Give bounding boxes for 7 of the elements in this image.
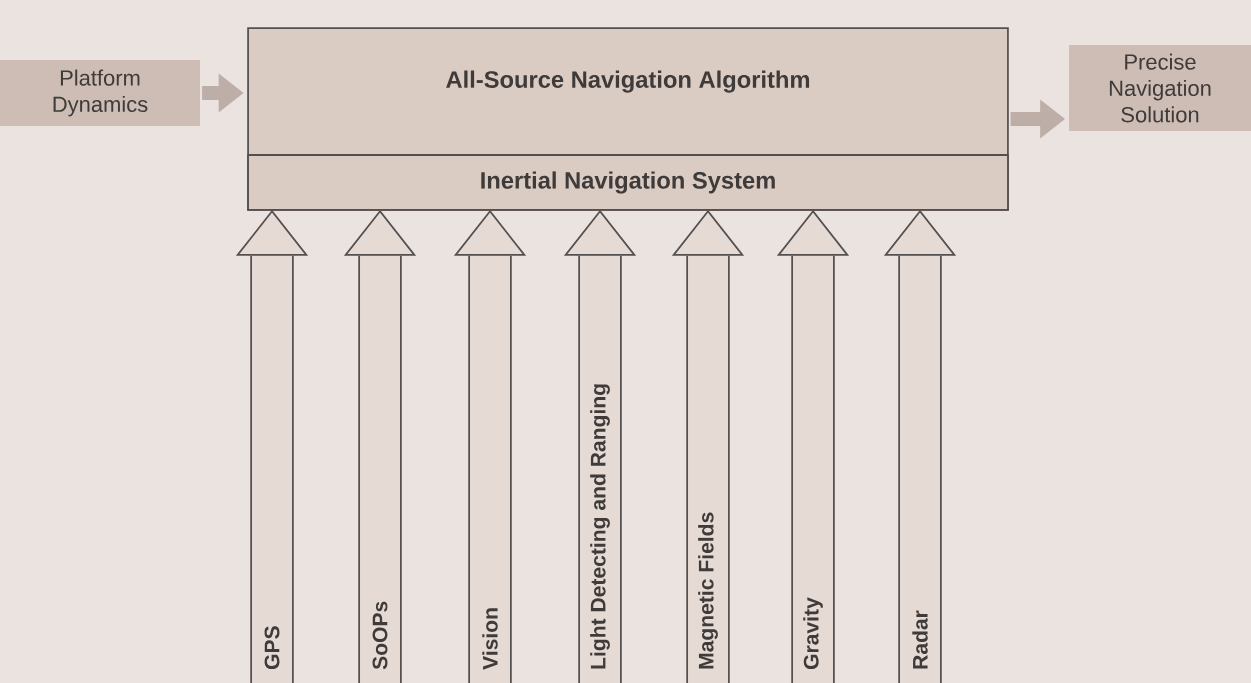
- input-box: Platform Dynamics: [0, 60, 200, 126]
- edge-label: Magnetic Fields: [696, 510, 720, 672]
- edge-label: Vision: [480, 605, 500, 672]
- output-box: Precise Navigation Solution: [1069, 45, 1251, 131]
- edge-label: Light Detecting and Ranging: [588, 381, 612, 672]
- system-band: Inertial Navigation System: [247, 154, 1009, 211]
- edge-label: Gravity: [801, 595, 825, 672]
